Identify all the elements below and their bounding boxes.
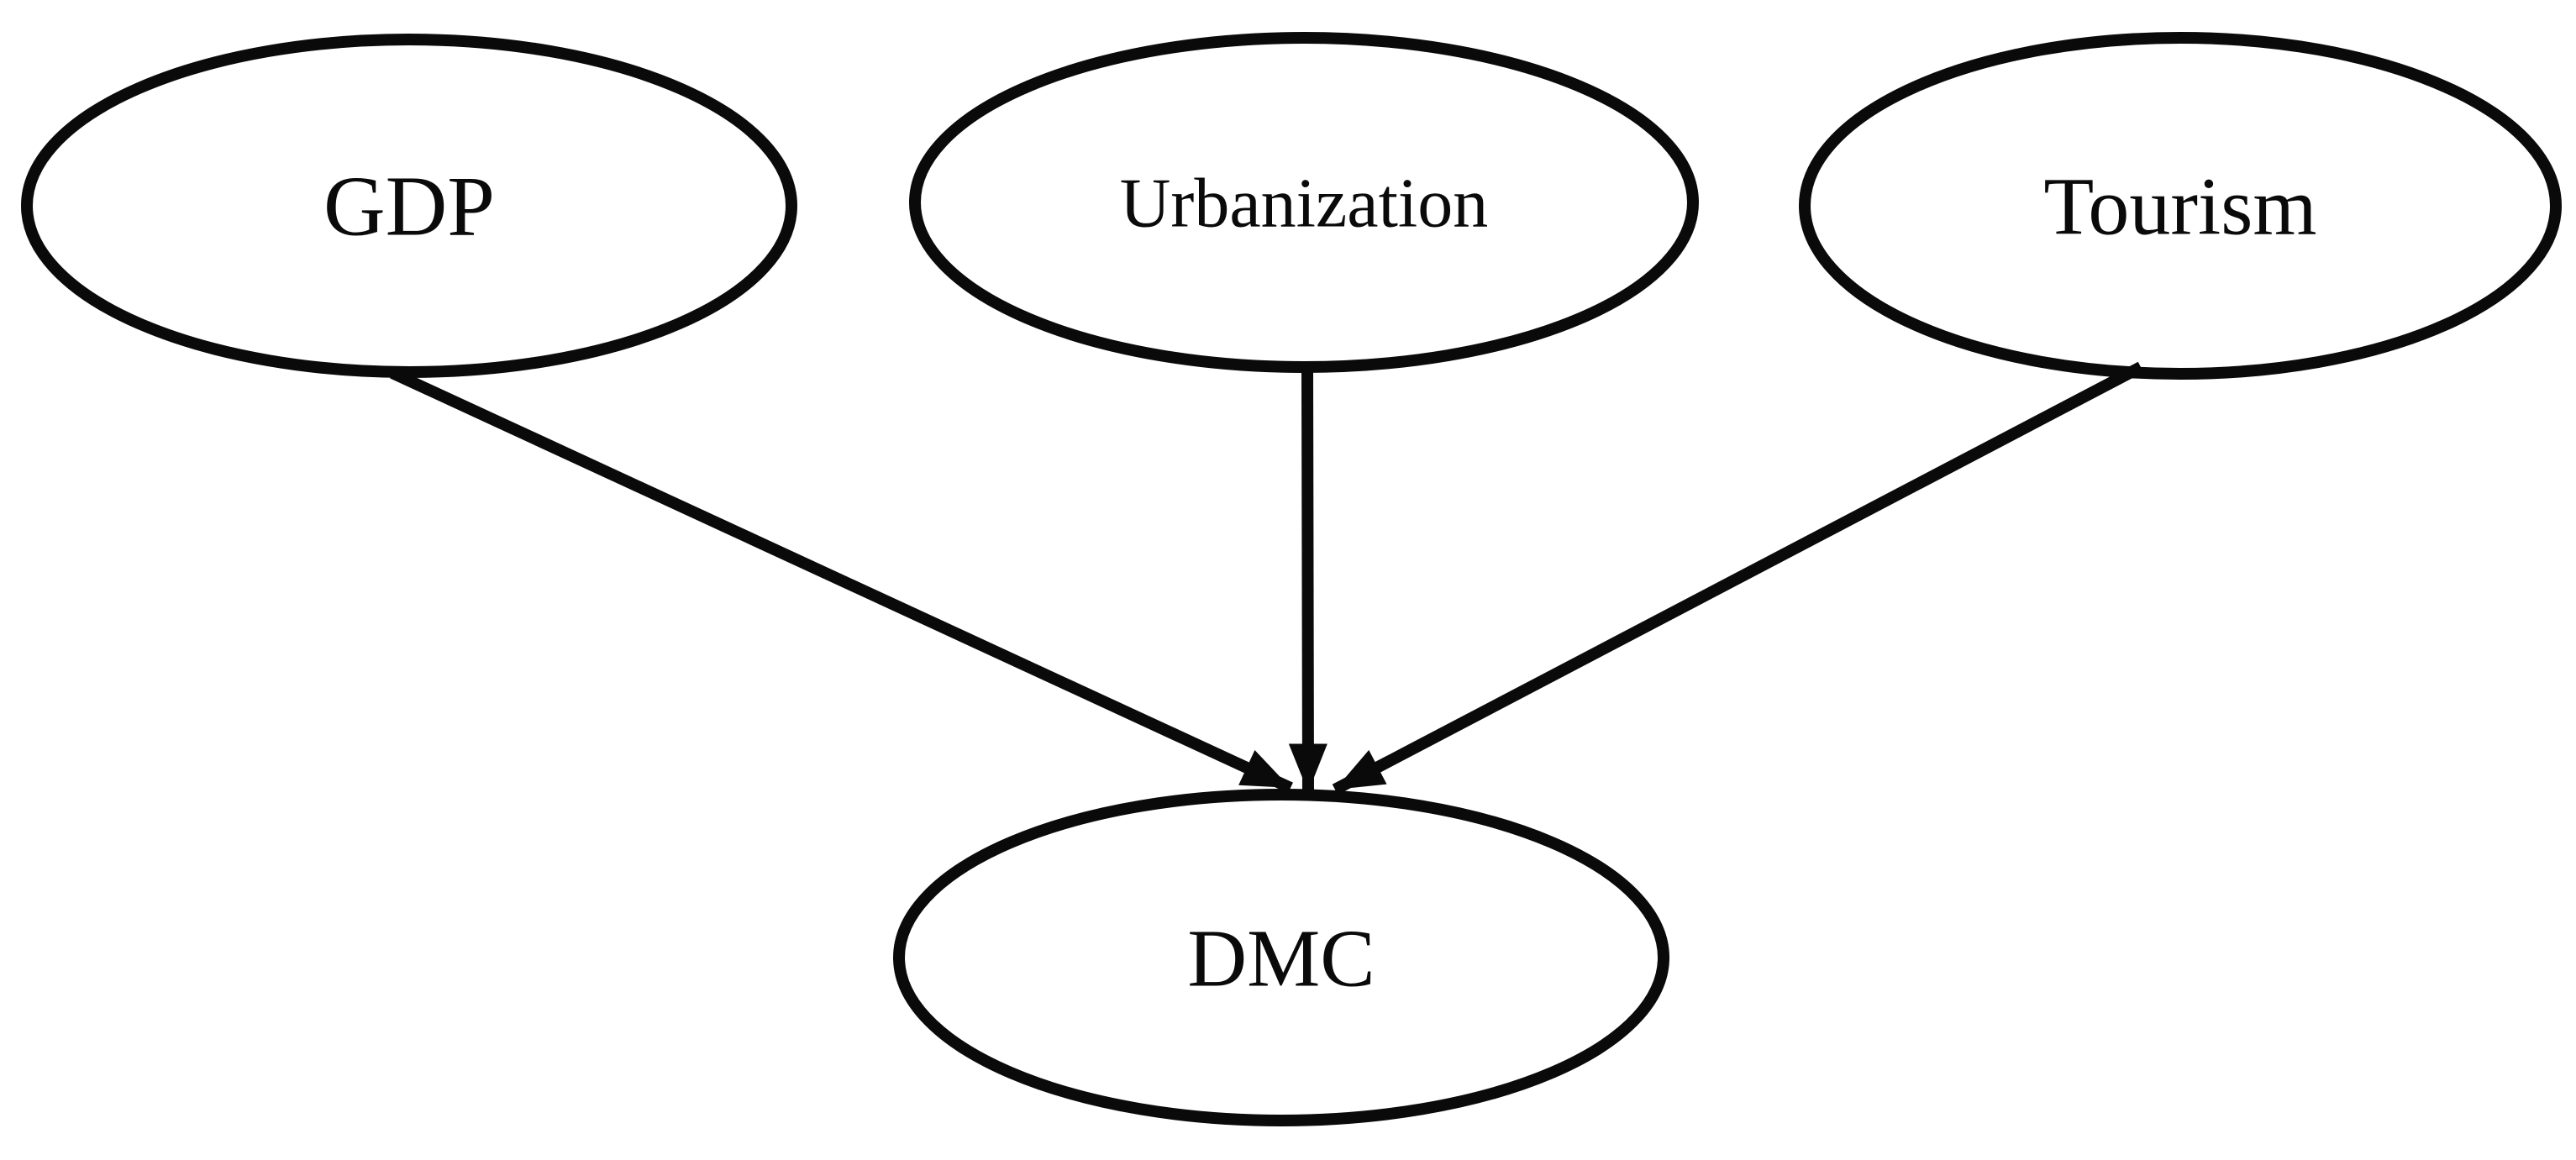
node-gdp: GDP	[21, 34, 797, 378]
node-dmc: DMC	[893, 789, 1669, 1126]
node-urbanization: Urbanization	[909, 32, 1699, 373]
node-tourism: Tourism	[1799, 32, 2562, 380]
node-ellipse-urbanization	[909, 32, 1699, 373]
node-ellipse-tourism	[1799, 32, 2562, 380]
node-label-urbanization: Urbanization	[1120, 165, 1489, 243]
node-ellipse-dmc	[893, 789, 1669, 1126]
edge-tourism-to-dmc	[1332, 361, 2144, 795]
edge-gdp-to-dmc	[390, 367, 1293, 794]
edge-urbanization-to-dmc	[1288, 367, 1327, 793]
node-label-tourism: Tourism	[2043, 161, 2316, 252]
node-label-dmc: DMC	[1187, 913, 1375, 1004]
node-ellipse-gdp	[21, 34, 797, 378]
node-label-gdp: GDP	[323, 160, 495, 255]
